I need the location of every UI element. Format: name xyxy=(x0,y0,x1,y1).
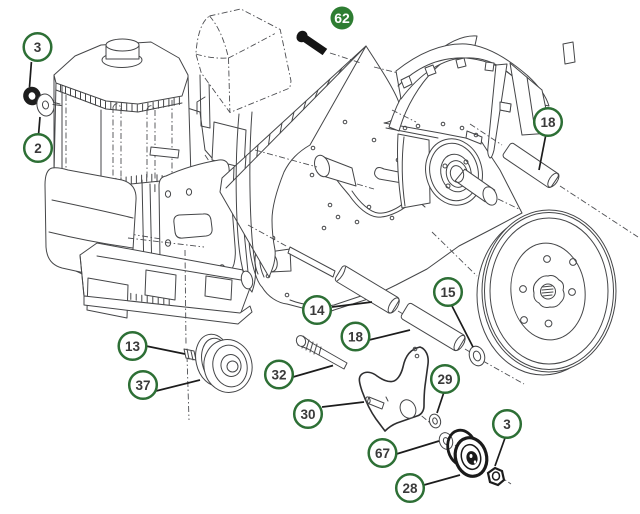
svg-text:15: 15 xyxy=(440,285,456,300)
svg-text:29: 29 xyxy=(437,372,452,387)
svg-text:3: 3 xyxy=(503,417,511,432)
svg-text:18: 18 xyxy=(540,115,556,130)
svg-text:32: 32 xyxy=(271,367,286,382)
svg-text:37: 37 xyxy=(135,378,150,393)
svg-text:3: 3 xyxy=(34,40,42,55)
svg-text:2: 2 xyxy=(34,141,42,156)
svg-text:28: 28 xyxy=(402,481,418,496)
svg-text:18: 18 xyxy=(348,329,364,344)
svg-text:62: 62 xyxy=(334,10,350,26)
svg-text:30: 30 xyxy=(300,407,315,422)
svg-text:67: 67 xyxy=(375,446,390,461)
svg-text:13: 13 xyxy=(125,339,141,354)
svg-text:14: 14 xyxy=(309,303,325,318)
